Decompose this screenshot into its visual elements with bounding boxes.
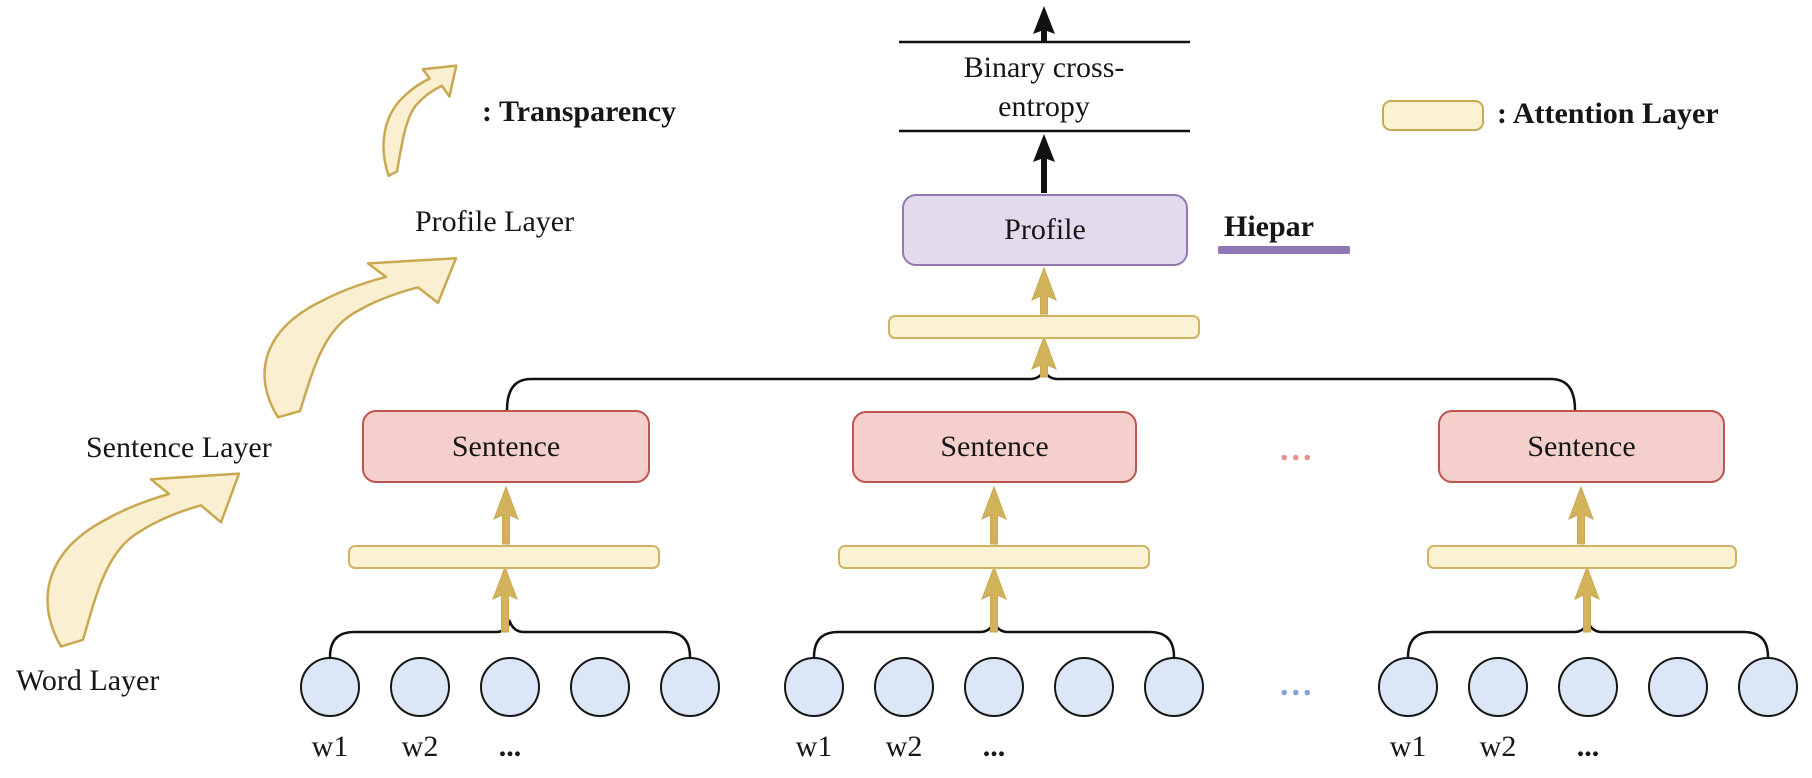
word-node	[480, 657, 540, 717]
word-label: w1	[795, 730, 833, 763]
word-label: w1	[1389, 730, 1427, 763]
word-node	[1054, 657, 1114, 717]
transparency-arrow-sentence-to-profile-icon	[265, 258, 456, 417]
model-name-underline	[1218, 246, 1350, 254]
bracket-to-attn-arrow-icon	[1031, 335, 1057, 378]
sentence-box-1-label: Sentence	[451, 429, 561, 463]
brace-to-attn-arrow-group1-icon	[492, 565, 518, 633]
attn-to-profile-arrow-icon	[1031, 266, 1057, 315]
loss-label-line2: entropy	[998, 90, 1090, 123]
word-node	[1558, 657, 1618, 717]
word-brace-group1	[328, 618, 692, 659]
word-node	[300, 657, 360, 717]
word-node	[964, 657, 1024, 717]
profile-box: Profile	[902, 194, 1188, 266]
word-label-ellipsis: ...	[982, 730, 1006, 763]
word-node	[1738, 657, 1798, 717]
profile-to-loss-arrow-icon	[1033, 134, 1055, 193]
profile-attention-bar	[888, 315, 1200, 339]
word-label: w1	[311, 730, 349, 763]
word-label: w2	[885, 730, 923, 763]
legend-attention-bar-icon	[1382, 100, 1484, 131]
gold-arrows	[492, 266, 1600, 633]
word-label: w2	[401, 730, 439, 763]
word-attention-bar-group3	[1427, 545, 1737, 569]
word-attention-bar-group2	[838, 545, 1150, 569]
word-label: w2	[1479, 730, 1517, 763]
sentence-box-3-label: Sentence	[1527, 429, 1636, 463]
attn-to-sentence-arrow-group1-icon	[493, 485, 519, 545]
model-name: Hiepar	[1224, 210, 1314, 243]
word-label-ellipsis: ...	[1576, 730, 1600, 763]
profile-layer-label: Profile Layer	[415, 205, 575, 238]
attn-to-sentence-arrow-group2-icon	[981, 485, 1007, 545]
legend-transparency-label: : Transparency	[482, 95, 677, 128]
word-node	[784, 657, 844, 717]
sentence-box-2-label: Sentence	[940, 430, 1049, 463]
word-node	[1378, 657, 1438, 717]
transparency-arrow-legend-icon	[382, 64, 458, 177]
output-arrow-icon	[1033, 6, 1055, 41]
word-node	[660, 657, 720, 717]
word-attention-bar-group1	[348, 545, 660, 569]
word-node	[1468, 657, 1528, 717]
sentence-box-3: Sentence	[1438, 410, 1725, 483]
brace-to-attn-arrow-group2-icon	[981, 565, 1007, 633]
word-layer-label: Word Layer	[16, 664, 160, 697]
transparency-arrow-word-to-sentence-icon	[48, 474, 239, 647]
word-label-ellipsis: ...	[498, 730, 522, 763]
profile-box-label: Profile	[1004, 213, 1086, 246]
word-node	[390, 657, 450, 717]
sentence-box-2: Sentence	[852, 411, 1137, 483]
word-node	[570, 657, 630, 717]
word-node	[1648, 657, 1708, 717]
sentence-box-1: Sentence	[362, 410, 650, 483]
loss-label-line1: Binary cross-	[963, 51, 1125, 84]
brace-to-attn-arrow-group3-icon	[1574, 565, 1600, 633]
attn-to-sentence-arrow-group3-icon	[1568, 485, 1594, 545]
sentence-ellipsis: ...	[1280, 431, 1315, 468]
loss-label: Binary cross- entropy	[894, 48, 1194, 126]
word-ellipsis: ...	[1280, 666, 1315, 703]
word-node	[874, 657, 934, 717]
legend-attention-label: : Attention Layer	[1497, 97, 1719, 130]
word-node	[1144, 657, 1204, 717]
sentence-layer-label: Sentence Layer	[86, 431, 272, 464]
